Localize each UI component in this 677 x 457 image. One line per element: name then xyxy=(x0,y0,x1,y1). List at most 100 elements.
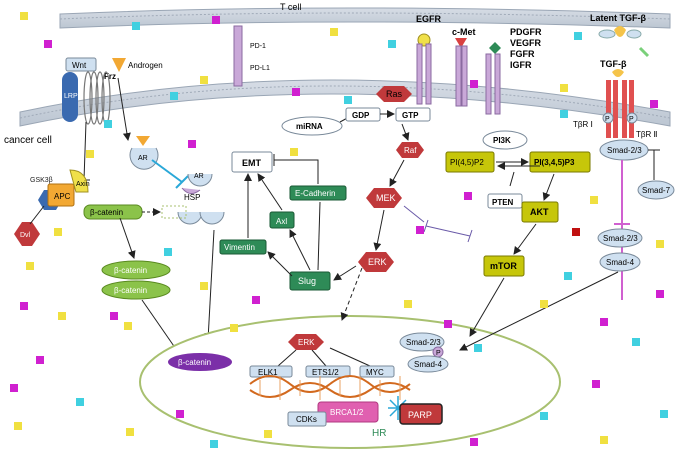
tbr-p-right: P xyxy=(629,116,634,123)
wnt-node xyxy=(65,57,97,72)
smad-nuclear-p-label: P xyxy=(436,350,441,357)
tgfb-label: TGF-β xyxy=(600,59,627,69)
pip2-label: PI(4,5)P2 xyxy=(450,158,484,167)
pip3-node xyxy=(529,151,591,173)
cmet-receptor xyxy=(455,38,468,107)
smad4-node xyxy=(599,252,641,272)
ets-node xyxy=(305,365,351,378)
erk-nuclear-label: ERK xyxy=(298,338,315,347)
pi3k-node xyxy=(482,130,528,150)
apc-label: APC xyxy=(54,192,71,201)
decorative-confetti xyxy=(10,12,668,448)
ras-node xyxy=(376,86,412,102)
mek-node xyxy=(366,188,402,208)
pd1-pdl1-receptor xyxy=(233,25,243,87)
dna-helix xyxy=(249,375,411,400)
tbr1-label: TβR Ⅰ xyxy=(573,120,593,129)
emt-label: EMT xyxy=(242,158,262,168)
egfr-receptor xyxy=(416,33,432,105)
ras-label: Ras xyxy=(386,89,403,99)
gtp-label: GTP xyxy=(402,111,419,120)
parp-label: PARP xyxy=(408,410,432,420)
dna-break-icon xyxy=(388,396,408,420)
ar-inhibition-line xyxy=(151,159,183,183)
slug-node xyxy=(289,271,331,291)
erk-node xyxy=(358,252,394,272)
hr-label: HR xyxy=(372,428,386,439)
smad23-receptor-label: Smad-2/3 xyxy=(607,146,642,155)
tgfb-receptor xyxy=(602,69,638,138)
bcatenin-free-label-2: β-catenin xyxy=(114,286,147,295)
mtor-node xyxy=(483,255,525,277)
cancer-cell-label: cancer cell xyxy=(4,135,52,146)
cancer-cell-membrane xyxy=(19,79,671,127)
elk1-label: ELK1 xyxy=(258,368,278,377)
dvl-label: Dvl xyxy=(20,232,31,239)
myc-label: MYC xyxy=(366,368,384,377)
latent-tgfb-label: Latent TGF-β xyxy=(590,13,646,23)
erk-nuclear-node xyxy=(288,334,324,350)
wnt-label: Wnt xyxy=(72,61,87,70)
myc-node xyxy=(359,365,395,378)
pip2-node xyxy=(445,151,495,173)
bcatenin-free-node-2 xyxy=(101,280,171,300)
hsp-label: HSP xyxy=(184,193,200,202)
pten-label: PTEN xyxy=(492,198,514,207)
bcatenin-nuclear-node xyxy=(168,353,232,371)
smad23-nuclear-node xyxy=(399,332,445,352)
smad4-nuclear-label: Smad-4 xyxy=(414,360,443,369)
ar-hsp-node xyxy=(187,173,213,187)
akt-label: AKT xyxy=(530,207,549,217)
ar-ligand xyxy=(136,136,150,146)
ecadherin-label: E-Cadherin xyxy=(295,189,335,198)
rtk-label-3: FGFR xyxy=(510,49,535,59)
pd1-label: PD-1 xyxy=(250,43,266,50)
frz-label: Frz xyxy=(104,72,116,81)
rtk-label-1: PDGFR xyxy=(510,27,542,37)
nucleus xyxy=(139,315,561,449)
axl-label: Axl xyxy=(276,217,287,226)
pten-node xyxy=(487,193,523,209)
smad4-nuclear-node xyxy=(407,355,449,373)
rtk-group-receptor xyxy=(485,42,501,115)
raf-node xyxy=(396,142,424,158)
axin-label: Axin xyxy=(76,181,90,188)
egfr-label: EGFR xyxy=(416,14,442,24)
ar-node xyxy=(129,147,159,170)
brca-label: BRCA1/2 xyxy=(330,408,364,417)
androgen-label: Androgen xyxy=(128,61,163,70)
androgen-node xyxy=(112,58,126,72)
rtk-label-2: VEGFR xyxy=(510,38,542,48)
t-cell-membrane xyxy=(59,7,671,29)
smad23-nuclear-label: Smad-2/3 xyxy=(406,338,441,347)
erk-label: ERK xyxy=(368,257,387,267)
gsk3b-label: GSK3β xyxy=(30,177,53,184)
bcatenin-placeholder xyxy=(161,205,187,219)
latent-tgfb-complex xyxy=(598,26,650,58)
mirna-label: miRNA xyxy=(296,122,323,131)
dvl-node xyxy=(14,222,40,246)
bcatenin-free-node-1 xyxy=(101,260,171,280)
gdp-label: GDP xyxy=(352,111,370,120)
smad7-node xyxy=(637,180,675,200)
axin-node xyxy=(69,169,89,193)
pip3-label: PI(3,4,5)P3 xyxy=(534,158,575,167)
tbr-p-left: P xyxy=(605,116,610,123)
ar-label: AR xyxy=(138,155,148,162)
ecadherin-node xyxy=(289,185,347,201)
pi3k-label: PI3K xyxy=(493,136,511,145)
slug-label: Slug xyxy=(298,276,316,286)
mtor-label: mTOR xyxy=(490,261,517,271)
mek-label: MEK xyxy=(376,193,396,203)
lrp-label: LRP xyxy=(64,93,78,100)
apc-node xyxy=(47,183,75,207)
pdl1-label: PD-L1 xyxy=(250,65,270,72)
akt-node xyxy=(521,201,559,223)
tbr2-label: TβR Ⅱ xyxy=(636,130,657,139)
androgen-arrow xyxy=(117,77,131,141)
mirna-node xyxy=(281,116,343,136)
vimentin-label: Vimentin xyxy=(224,243,255,252)
gtp-node xyxy=(395,107,431,122)
rtk-label-4: IGFR xyxy=(510,60,532,70)
